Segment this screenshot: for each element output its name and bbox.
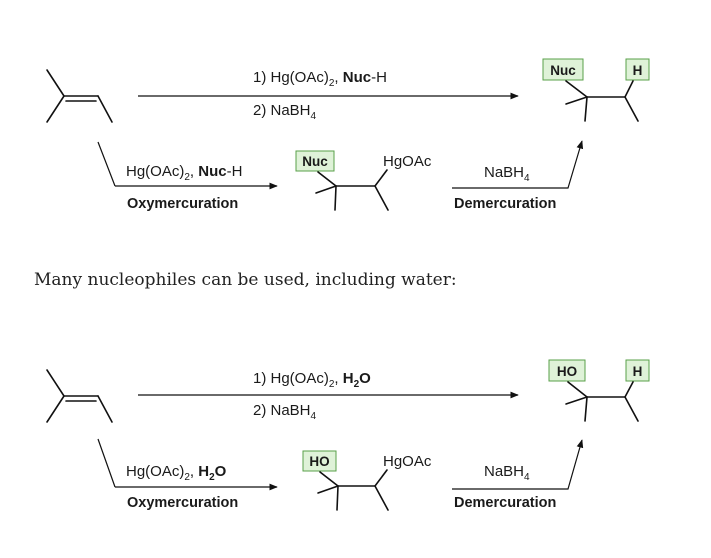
oxymercuration-label-1: Oxymercuration — [127, 196, 238, 212]
scheme-1: 1) Hg(OAc)2, Nuc-H 2) NaBH4 Nuc H Hg(OAc… — [46, 58, 650, 212]
intermediate-2: HO HgOAc — [302, 450, 432, 511]
oxy-reagent-1: Hg(OAc)2, Nuc-H — [126, 163, 242, 183]
product-group-2: HO — [557, 364, 577, 379]
stepwise-down-line-2 — [97, 438, 116, 488]
scheme-2: 1) Hg(OAc)2, H2O 2) NaBH4 HO H Hg(OAc)2,… — [46, 359, 650, 511]
intermediate-hg-1: HgOAc — [383, 153, 432, 170]
intermediate-1: Nuc HgOAc — [295, 150, 432, 211]
stepwise-down-line-1 — [97, 141, 116, 187]
intermediate-group-1: Nuc — [302, 154, 328, 169]
starting-alkene-1 — [46, 69, 113, 123]
direct-step2-2: 2) NaBH4 — [253, 402, 317, 422]
demer-reagent-1: NaBH4 — [484, 164, 530, 184]
product-h-1: H — [633, 63, 643, 78]
caption-text: Many nucleophiles can be used, including… — [34, 270, 457, 290]
demer-reagent-2: NaBH4 — [484, 463, 530, 483]
intermediate-group-box-2 — [302, 450, 337, 472]
product-h-2: H — [633, 364, 643, 379]
oxy-reagent-2: Hg(OAc)2, H2O — [126, 463, 227, 483]
direct-step1-1: 1) Hg(OAc)2, Nuc-H — [253, 69, 387, 89]
product-h-box-2 — [625, 359, 650, 382]
direct-step1-2: 1) Hg(OAc)2, H2O — [253, 370, 371, 390]
product-h-box-1 — [625, 58, 650, 81]
demercuration-label-2: Demercuration — [454, 495, 556, 511]
intermediate-hg-2: HgOAc — [383, 453, 432, 470]
product-2: HO H — [548, 359, 650, 422]
intermediate-group-2: HO — [309, 454, 329, 469]
oxymercuration-label-2: Oxymercuration — [127, 495, 238, 511]
demercuration-label-1: Demercuration — [454, 196, 556, 212]
starting-alkene-2 — [46, 369, 113, 423]
product-group-1: Nuc — [550, 63, 576, 78]
demercuration-arrow-2 — [452, 439, 584, 490]
product-group-box-1 — [542, 58, 584, 81]
intermediate-group-box-1 — [295, 150, 335, 172]
demercuration-arrow-1 — [452, 140, 584, 189]
product-1: Nuc H — [542, 58, 650, 122]
direct-step2-1: 2) NaBH4 — [253, 102, 317, 122]
product-group-box-2 — [548, 359, 586, 382]
